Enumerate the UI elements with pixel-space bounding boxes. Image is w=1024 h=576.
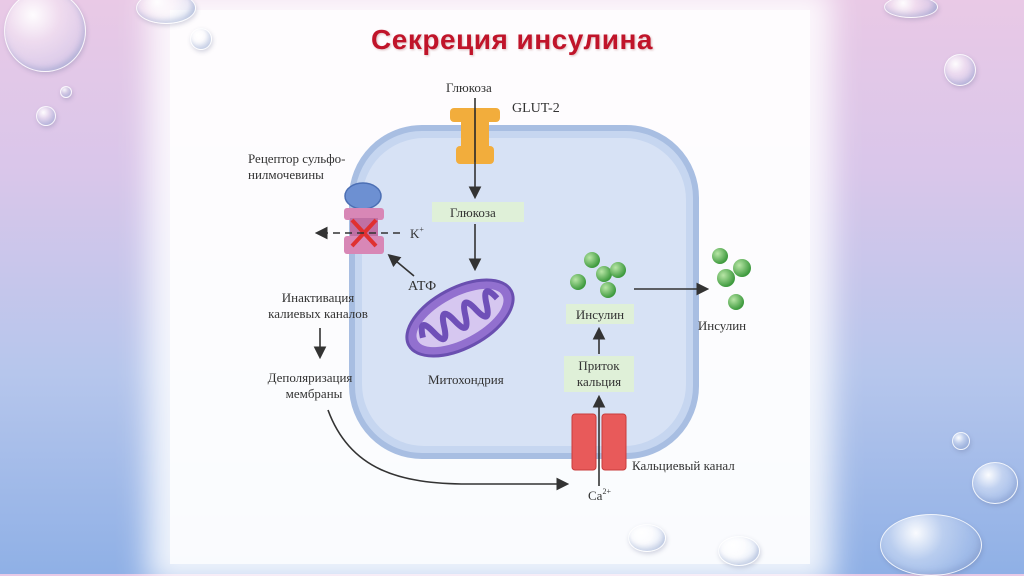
insulin-outside-label: Инсулин: [698, 318, 746, 333]
depolarization-label-line1: Деполяризация: [268, 370, 353, 385]
calcium-influx-label-line1: Приток: [578, 358, 620, 373]
insulin-granules-outside: [712, 248, 751, 310]
calcium-influx-label-line2: кальция: [577, 374, 621, 389]
sulfonylurea-receptor: [344, 183, 384, 254]
calcium-label: Ca2+: [588, 487, 611, 503]
mitochondria-label: Митохондрия: [428, 372, 504, 387]
glucose-inside-label: Глюкоза: [450, 205, 496, 220]
insulin-inside-label: Инсулин: [576, 307, 624, 322]
glut2-label: GLUT-2: [512, 101, 560, 116]
sulfonylurea-receptor-label-line2: нилмочевины: [248, 167, 324, 182]
calcium-channel-label: Кальциевый канал: [632, 458, 735, 473]
atp-label: АТФ: [408, 279, 436, 294]
inactivation-label-line2: калиевых каналов: [268, 306, 368, 321]
sulfonylurea-receptor-label-line1: Рецептор сульфо-: [248, 151, 345, 166]
glucose-outside-label: Глюкоза: [446, 80, 492, 95]
inactivation-label-line1: Инактивация: [282, 290, 355, 305]
depolarization-label-line2: мембраны: [286, 386, 343, 401]
